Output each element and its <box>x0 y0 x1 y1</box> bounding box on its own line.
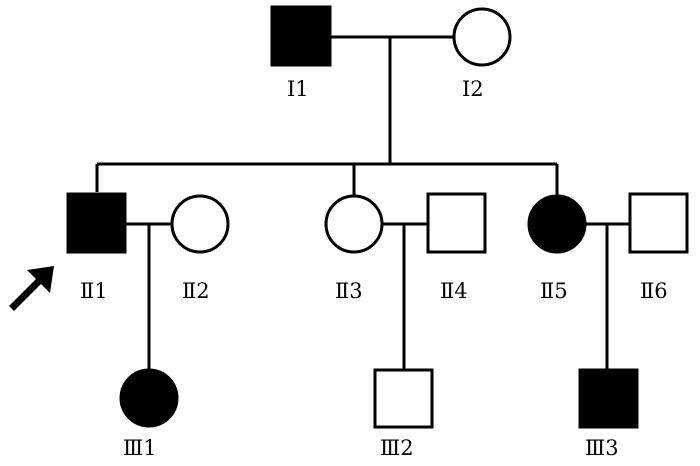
individual-II3-circle <box>324 194 384 254</box>
label-II2: Ⅱ2 <box>182 279 210 303</box>
arrow-icon <box>9 266 54 311</box>
individual-I1-square <box>270 5 332 67</box>
label-II6: Ⅱ6 <box>640 279 668 303</box>
label-III1: Ⅲ1 <box>123 436 157 460</box>
individual-II1-square <box>66 192 127 254</box>
label-I1: Ⅰ1 <box>287 77 309 101</box>
individual-II5-circle <box>527 194 587 254</box>
pedigree-lines <box>95 35 630 370</box>
individual-I2-circle <box>452 7 512 67</box>
individual-III2-square <box>373 368 434 429</box>
label-III3: Ⅲ3 <box>585 436 619 460</box>
label-I2: Ⅰ2 <box>462 77 484 101</box>
label-II3: Ⅱ3 <box>335 279 363 303</box>
label-III2: Ⅲ2 <box>380 436 414 460</box>
individual-II6-square <box>628 192 689 254</box>
individual-II4-square <box>426 192 487 254</box>
label-II5: Ⅱ5 <box>540 279 568 303</box>
individual-III1-circle <box>119 368 179 428</box>
individual-III3-square <box>578 368 639 429</box>
label-II4: Ⅱ4 <box>440 279 468 303</box>
individual-II2-circle <box>170 194 230 254</box>
label-II1: Ⅱ1 <box>80 279 108 303</box>
